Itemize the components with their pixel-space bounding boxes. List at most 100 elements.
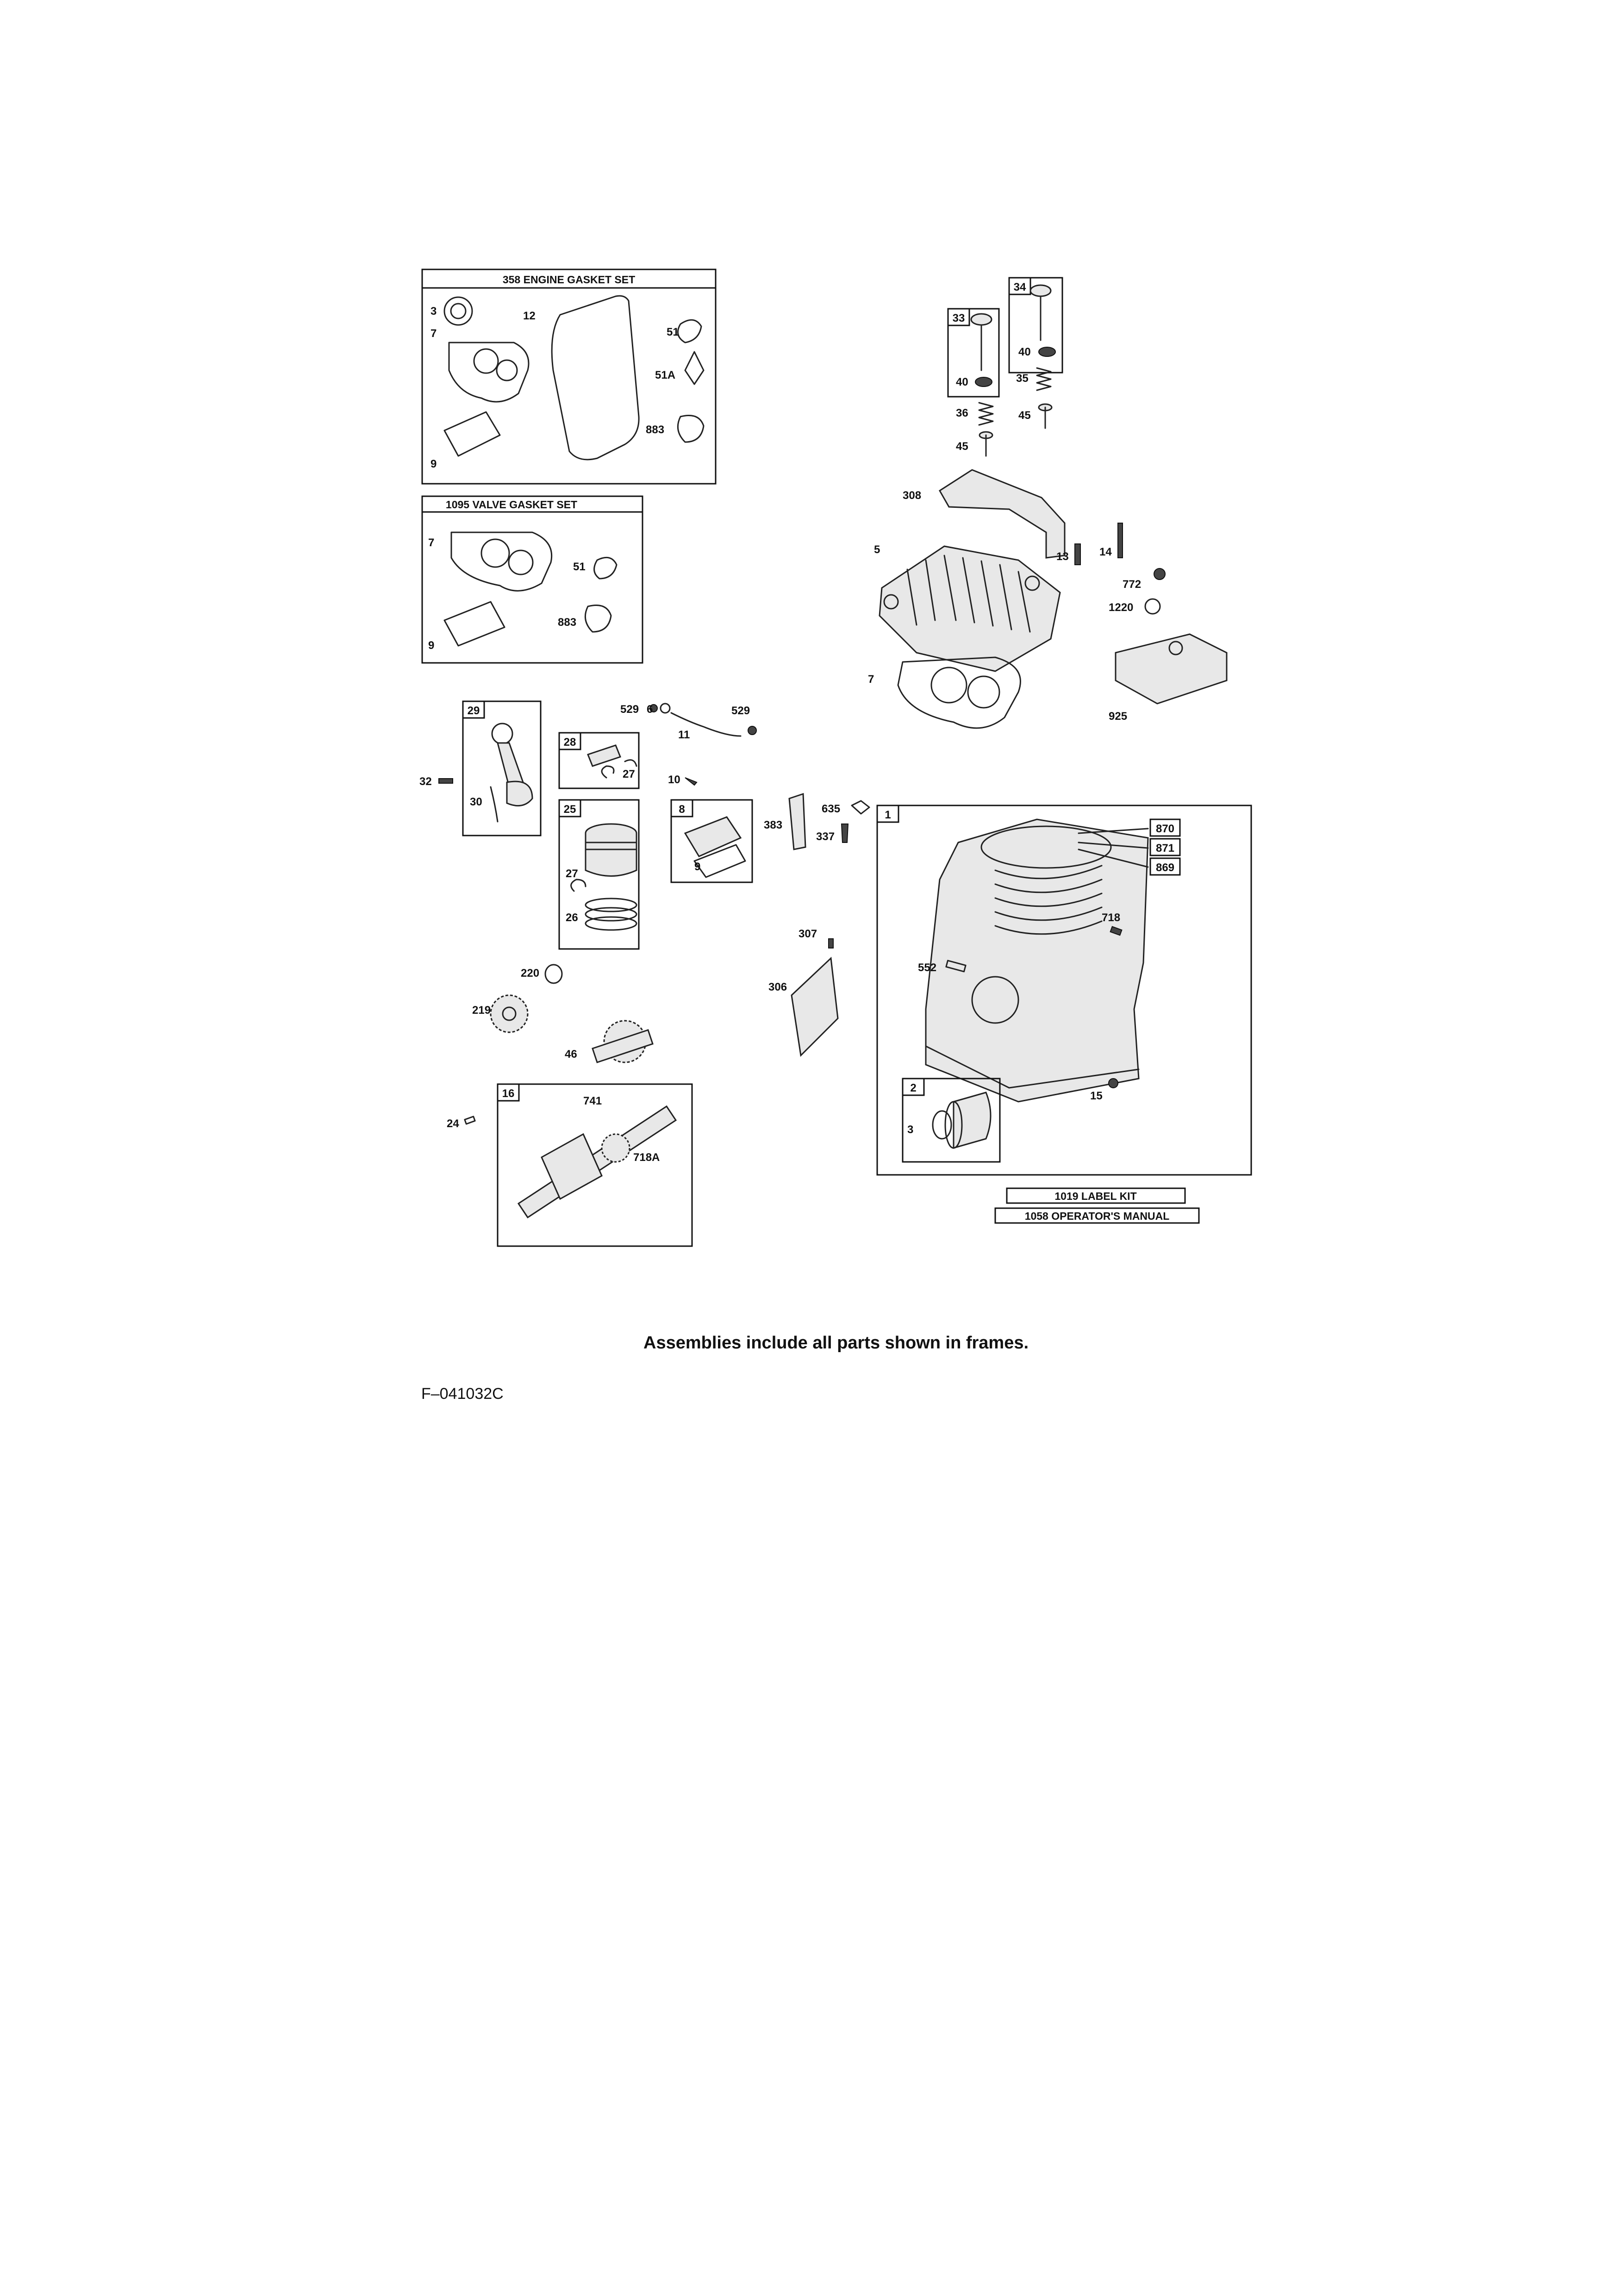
- oil-seal: [443, 296, 473, 326]
- valve-spring-36: 36: [956, 402, 994, 426]
- valve-set-head-gasket: [450, 531, 553, 592]
- screw-10: 10: [668, 774, 698, 786]
- screw-772: 772: [1123, 568, 1166, 591]
- breather-assembly: 8 9: [670, 799, 753, 883]
- box-8: 8: [679, 803, 685, 816]
- box-16: 16: [502, 1087, 515, 1100]
- label-v33-45: 45: [956, 440, 968, 453]
- grommet-1220: 1220: [1109, 598, 1161, 615]
- head-gasket: [448, 342, 530, 403]
- label-3: 3: [430, 305, 437, 318]
- label-32: 32: [419, 775, 432, 788]
- valve-set-gasket-883: [584, 605, 612, 633]
- label-51: 51: [667, 326, 679, 338]
- label-13: 13: [1056, 550, 1069, 563]
- operators-manual-frame: 1058 OPERATOR'S MANUAL: [994, 1207, 1200, 1224]
- muffler-925: 925: [1109, 633, 1228, 723]
- label-1220: 1220: [1109, 601, 1133, 614]
- box-28: 28: [564, 736, 576, 749]
- box-869: 869: [1156, 861, 1174, 874]
- label-30: 30: [470, 796, 482, 808]
- label-v33-40: 40: [956, 376, 968, 388]
- box-25: 25: [564, 803, 576, 816]
- head-gasket-7: [897, 656, 1021, 729]
- label-v34-35: 35: [1016, 372, 1029, 385]
- box-33: 33: [953, 312, 965, 324]
- label-15: 15: [1090, 1090, 1103, 1102]
- valve-retainer-45-exhaust: 45: [1018, 403, 1053, 429]
- label-6: 6: [647, 703, 653, 716]
- label-529b: 529: [731, 705, 750, 717]
- part-307: 307: [799, 928, 834, 948]
- label-v34-45: 45: [1018, 409, 1031, 422]
- label-5: 5: [874, 543, 880, 556]
- valve-set-gasket-51: [593, 556, 618, 580]
- crankcase-gasket: [551, 295, 640, 461]
- breather-tube: 529 6 529 11: [620, 703, 757, 741]
- head-shield-308: [938, 469, 1066, 559]
- box-870: 870: [1156, 823, 1174, 835]
- exhaust-valve-assembly: 34 40: [1008, 277, 1063, 374]
- connecting-rod-assembly: 29 30: [462, 700, 542, 836]
- valve-gasket-set-frame: 1095 VALVE GASKET SET 7 51 9 883: [421, 495, 643, 664]
- label-635: 635: [822, 803, 840, 815]
- intake-valve-assembly: 33 40: [947, 308, 1000, 398]
- label-v33-36: 36: [956, 407, 968, 419]
- valve-set-label-51: 51: [573, 561, 586, 573]
- label-383: 383: [764, 819, 782, 831]
- part-383: 383: [764, 792, 806, 850]
- label-piston-26: 26: [566, 911, 578, 924]
- crankshaft-assembly: 16 741 718A: [497, 1083, 693, 1247]
- label-piston-27: 27: [566, 867, 578, 880]
- spark-plug-337: 337: [816, 824, 849, 843]
- washer-220: 220: [521, 964, 563, 984]
- label-head-7: 7: [868, 673, 874, 686]
- gear-219: 219: [472, 994, 529, 1033]
- label-kit-frame: 1019 LABEL KIT: [1006, 1187, 1186, 1204]
- breather-gasket: [443, 411, 501, 457]
- figure-code: F–041032C: [421, 1385, 504, 1403]
- label-pin-27: 27: [623, 768, 635, 780]
- label-12: 12: [523, 310, 536, 322]
- camshaft-46: 46: [565, 1020, 654, 1063]
- label-925: 925: [1109, 710, 1127, 723]
- box-871: 871: [1156, 842, 1174, 855]
- label-breather-9: 9: [694, 861, 700, 873]
- key-24: 24: [447, 1116, 476, 1130]
- piston-assembly: 25 27 26: [558, 799, 640, 950]
- head-bolt-14: 14: [1099, 523, 1123, 558]
- rod-bolt-32: 32: [419, 775, 453, 788]
- engine-gasket-set-title: 358 ENGINE GASKET SET: [503, 274, 635, 286]
- valve-set-label-883: 883: [558, 616, 576, 629]
- label-v34-40: 40: [1018, 346, 1031, 358]
- label-718a: 718A: [633, 1151, 660, 1164]
- piston-pin-assembly: 28 27: [558, 732, 640, 789]
- cylinder-head-5: [879, 545, 1061, 672]
- gasket-51: [677, 319, 702, 343]
- box-1: 1: [885, 809, 891, 821]
- gasket-883: [677, 415, 705, 443]
- box-2: 2: [910, 1082, 916, 1094]
- gasket-51a: [684, 351, 705, 385]
- label-46: 46: [565, 1048, 577, 1061]
- label-9: 9: [430, 458, 437, 470]
- box-29: 29: [468, 705, 480, 717]
- assemblies-note: Assemblies include all parts shown in fr…: [643, 1333, 1029, 1353]
- head-bolt-13: 13: [1056, 543, 1081, 565]
- label-772: 772: [1123, 578, 1141, 591]
- label-219: 219: [472, 1004, 491, 1017]
- box-34: 34: [1014, 281, 1026, 293]
- valve-spring-35: 35: [1016, 367, 1052, 391]
- label-14: 14: [1099, 546, 1112, 558]
- label-883: 883: [646, 424, 664, 436]
- part-635: 635: [822, 800, 870, 815]
- label-24: 24: [447, 1117, 459, 1130]
- label-10: 10: [668, 774, 680, 786]
- label-7: 7: [430, 327, 437, 340]
- label-307: 307: [799, 928, 817, 940]
- label-337: 337: [816, 830, 835, 843]
- label-bearing-3: 3: [907, 1123, 913, 1136]
- cylinder-assembly: 1 870 871 869 718 552 15: [876, 805, 1252, 1176]
- valve-set-label-7: 7: [428, 537, 434, 549]
